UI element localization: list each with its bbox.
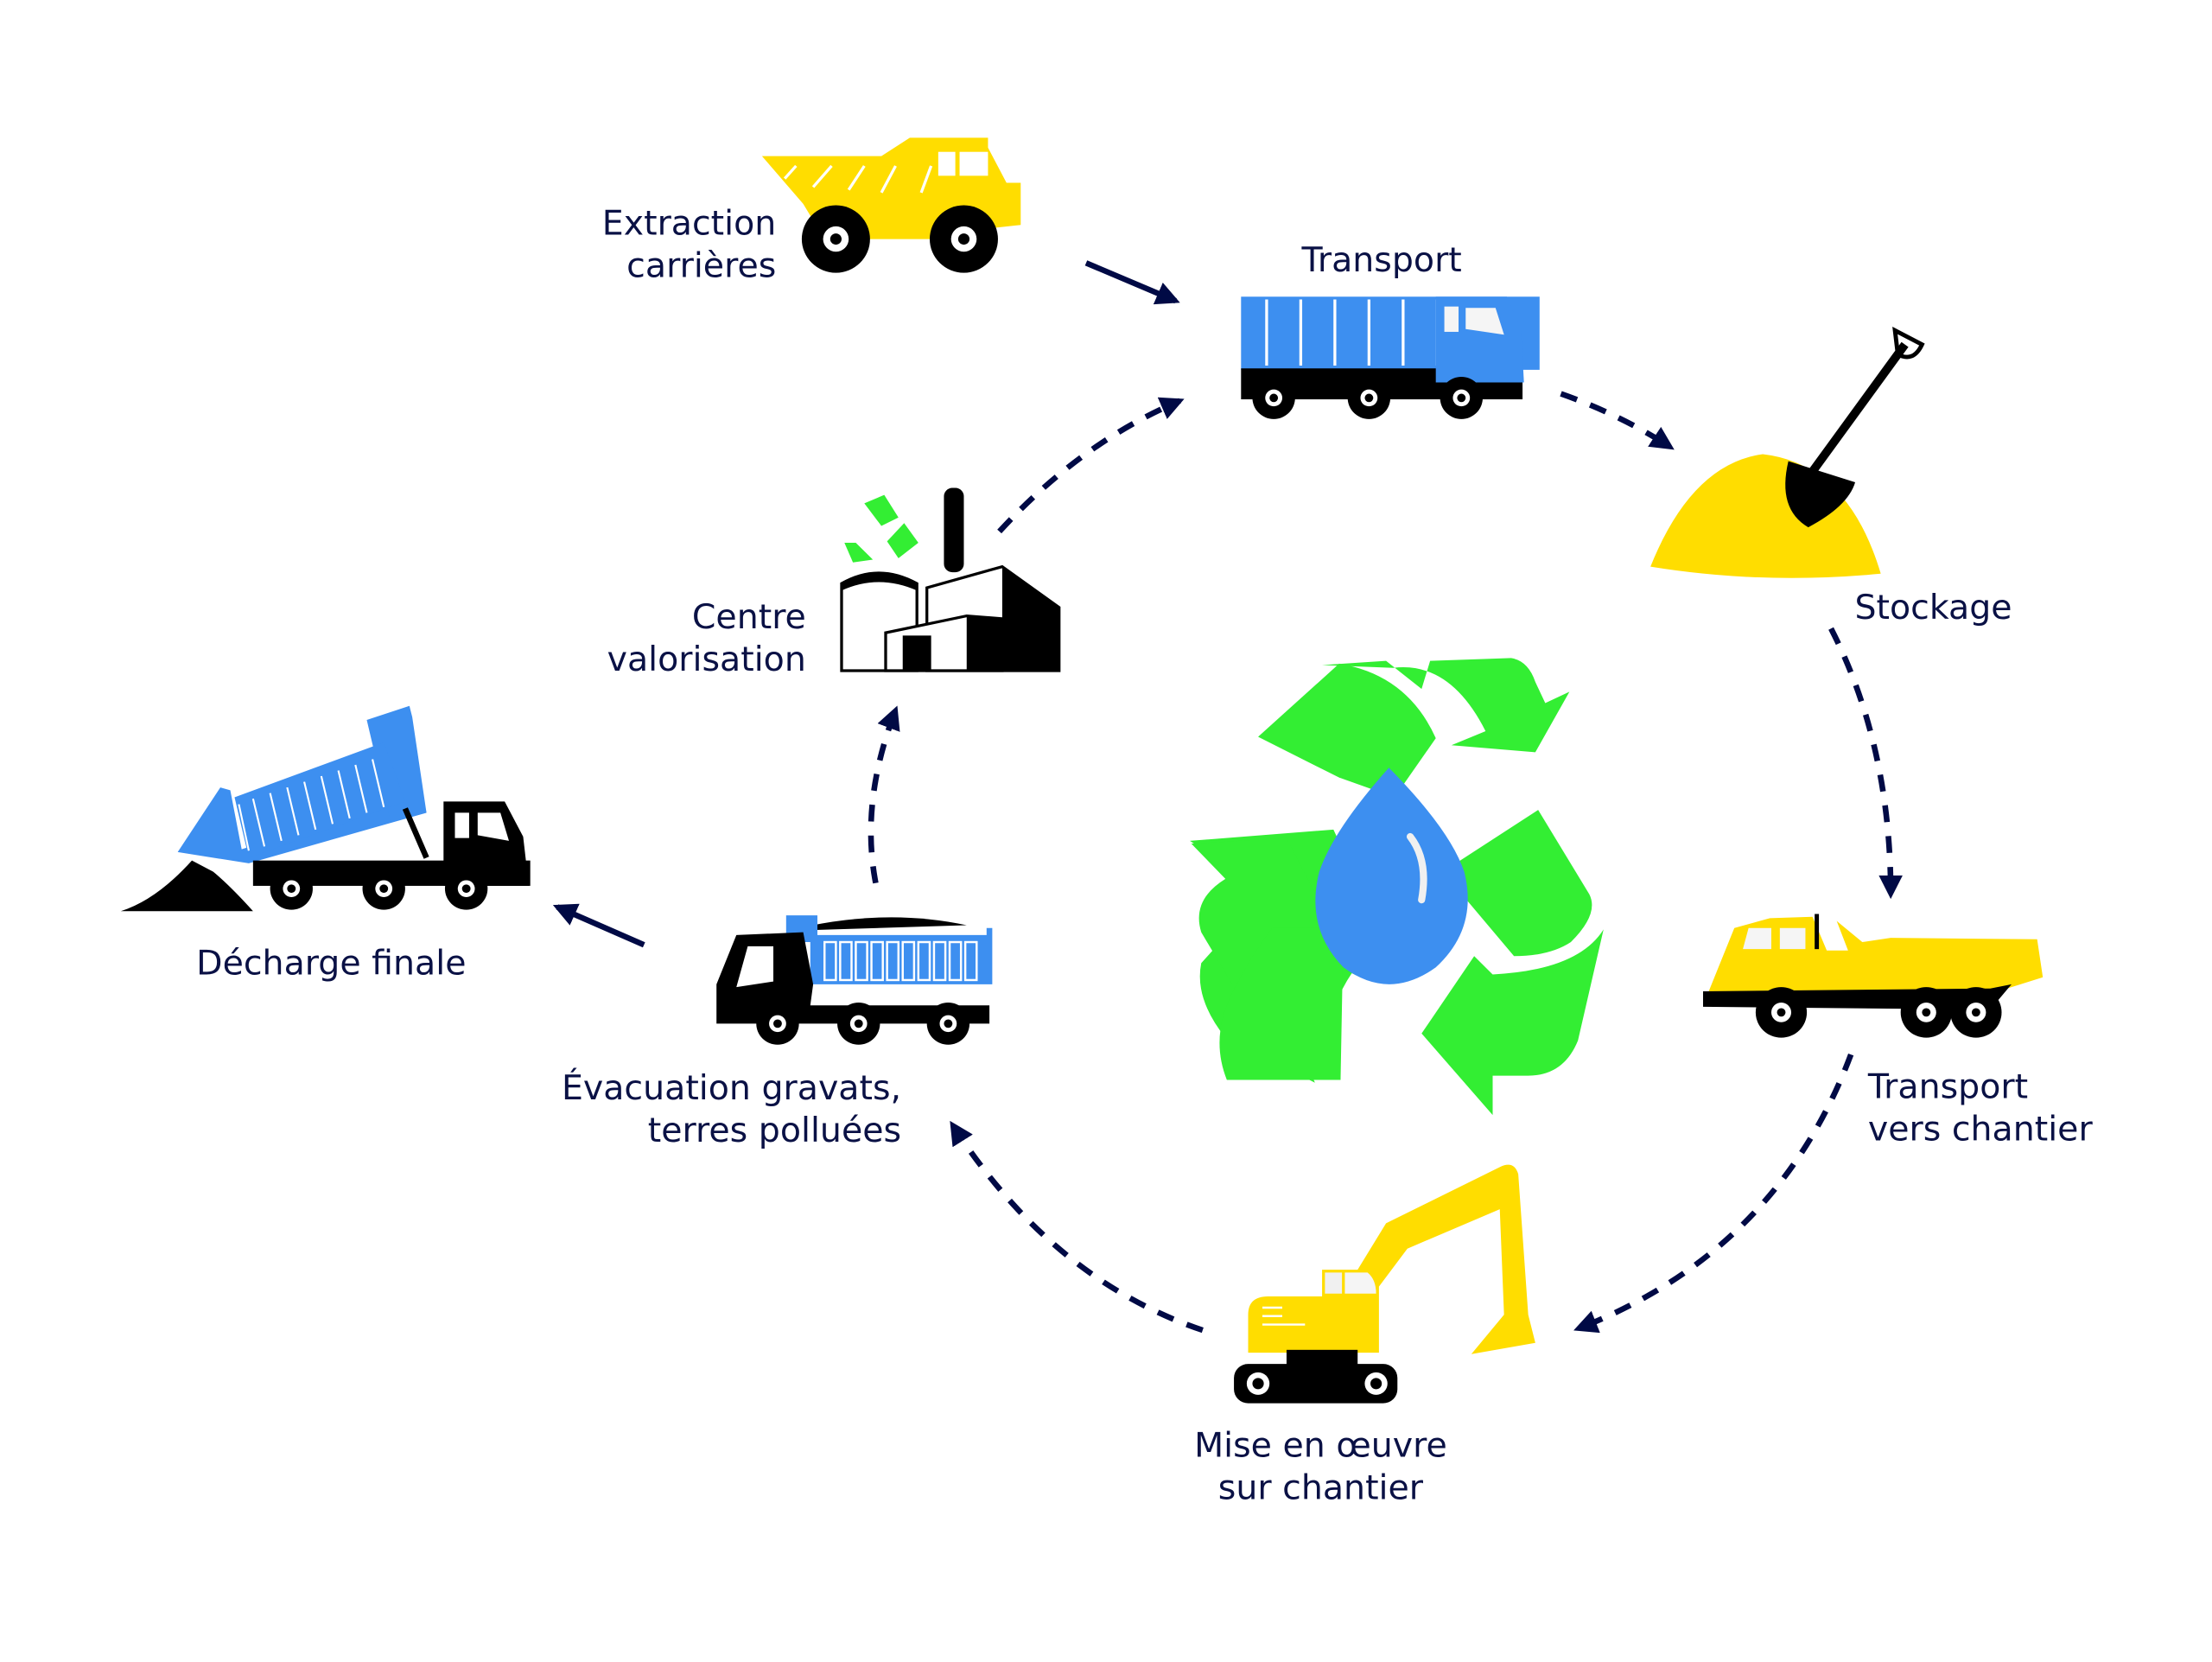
step-label: Centre xyxy=(692,598,806,637)
step-label: Extraction xyxy=(602,205,776,244)
tipper-truck-icon xyxy=(716,915,993,1045)
edge-stockage-transport-chantier xyxy=(1828,627,1903,900)
step-transport: Transport xyxy=(1241,241,1540,419)
step-extraction: Extraction carrières xyxy=(602,137,1021,286)
step-evacuation: Évacuation gravats, terres polluées xyxy=(562,915,993,1150)
step-transport-chantier: Transport vers chantier xyxy=(1703,914,2094,1149)
step-decharge: Décharge finale xyxy=(120,705,531,984)
edge-transport-chantier-mise-en-oeuvre xyxy=(1573,1054,1854,1334)
edge-centre-transport xyxy=(997,397,1185,534)
box-truck-icon xyxy=(1241,296,1540,419)
step-stockage: Stockage xyxy=(1650,327,2012,627)
mining-dump-truck-icon xyxy=(761,137,1021,273)
step-label: valorisation xyxy=(607,640,806,679)
step-label: Mise en œuvre xyxy=(1194,1427,1447,1466)
dumping-truck-icon xyxy=(120,705,531,912)
step-label: Évacuation gravats, xyxy=(562,1067,901,1108)
water-drop-icon xyxy=(1315,767,1468,984)
edge-extraction-transport xyxy=(1084,260,1180,305)
edge-transport-stockage xyxy=(1560,391,1675,450)
edges xyxy=(552,260,1903,1334)
step-label: sur chantier xyxy=(1218,1468,1424,1507)
edge-evacuation-decharge xyxy=(552,903,645,948)
step-label: Transport xyxy=(1301,241,1462,280)
step-centre-valorisation: Centre valorisation xyxy=(607,487,1061,679)
recycle-water-drop-icon xyxy=(1190,658,1604,1116)
step-mise-en-oeuvre: Mise en œuvre sur chantier xyxy=(1194,1164,1535,1507)
step-label: Décharge finale xyxy=(196,945,466,984)
edge-mise-en-oeuvre-evacuation xyxy=(950,1120,1204,1334)
step-label: Stockage xyxy=(1854,589,2012,627)
step-label: terres polluées xyxy=(648,1111,901,1150)
step-label: Transport xyxy=(1867,1068,2028,1107)
step-label: vers chantier xyxy=(1868,1111,2094,1149)
step-label: carrières xyxy=(626,247,776,286)
edge-evacuation-centre xyxy=(868,705,900,884)
articulated-dump-truck-icon xyxy=(1703,914,2044,1038)
small-recycle-icon xyxy=(844,494,918,563)
shovel-pile-icon xyxy=(1650,327,1925,578)
excavator-icon xyxy=(1234,1164,1535,1404)
recycling-factory-icon xyxy=(840,487,1061,672)
